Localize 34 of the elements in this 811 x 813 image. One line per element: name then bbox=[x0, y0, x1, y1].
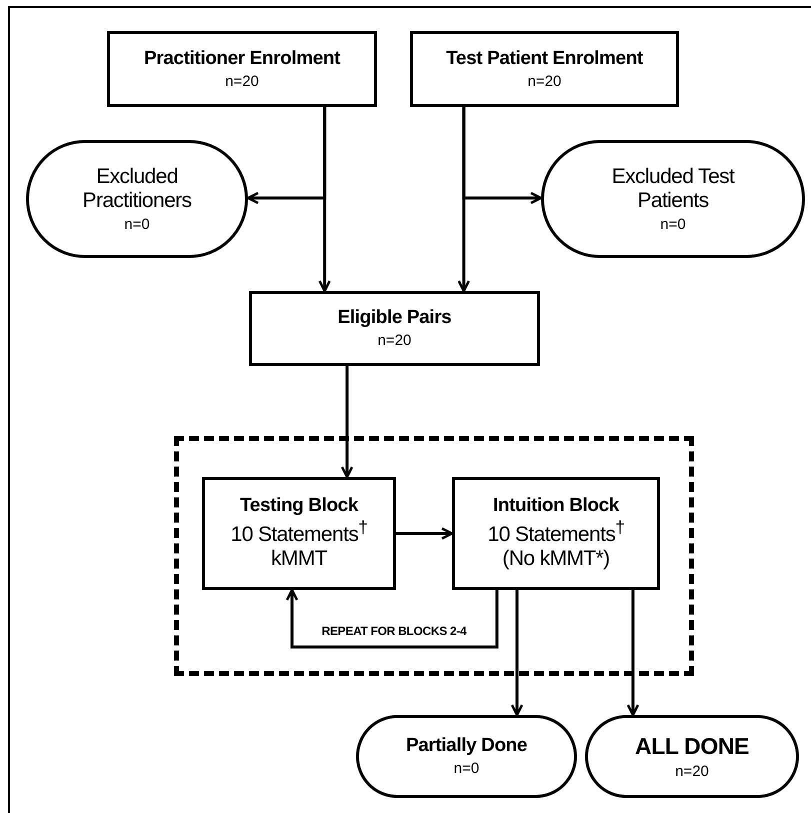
node-title: ALL DONE bbox=[635, 733, 749, 760]
node-text: 10 Statements$^{†}$ bbox=[230, 517, 368, 548]
count-text: n=20 bbox=[225, 72, 259, 90]
count-text: n=20 bbox=[378, 332, 412, 350]
node-text: (No kMMT*) bbox=[502, 547, 610, 572]
node-title: Practitioner Enrolment bbox=[144, 48, 340, 70]
arrow bbox=[396, 527, 454, 540]
arrow bbox=[286, 588, 498, 648]
process-box bbox=[107, 31, 377, 107]
process-box bbox=[410, 31, 679, 107]
node-text: 10 Statements$^{†}$ bbox=[488, 517, 624, 548]
count-text: n=20 bbox=[528, 72, 562, 90]
node-text: Excluded Practitioners bbox=[82, 164, 192, 214]
node-text: kMMT bbox=[271, 547, 327, 572]
arrow bbox=[462, 107, 542, 204]
count-text: n=20 bbox=[675, 762, 709, 780]
node-title: Intuition Block bbox=[493, 495, 619, 518]
node-title: Partially Done bbox=[406, 735, 528, 758]
node-title: Test Patient Enrolment bbox=[446, 48, 643, 70]
process-box bbox=[249, 291, 540, 366]
node-text: Excluded Test Patients bbox=[610, 164, 736, 214]
process-box bbox=[202, 477, 396, 590]
dashed-group-box bbox=[174, 436, 694, 676]
arrow bbox=[340, 366, 354, 478]
node-title: Eligible Pairs bbox=[338, 307, 452, 330]
count-text: n=0 bbox=[660, 216, 686, 234]
count-text: n=0 bbox=[454, 760, 480, 778]
node-title: Testing Block bbox=[240, 495, 358, 518]
process-box bbox=[452, 477, 660, 590]
count-text: n=0 bbox=[124, 216, 150, 234]
arrow bbox=[510, 590, 524, 716]
edge-label: REPEAT FOR BLOCKS 2-4 bbox=[320, 624, 468, 638]
arrow bbox=[246, 107, 326, 204]
arrow bbox=[626, 590, 640, 716]
